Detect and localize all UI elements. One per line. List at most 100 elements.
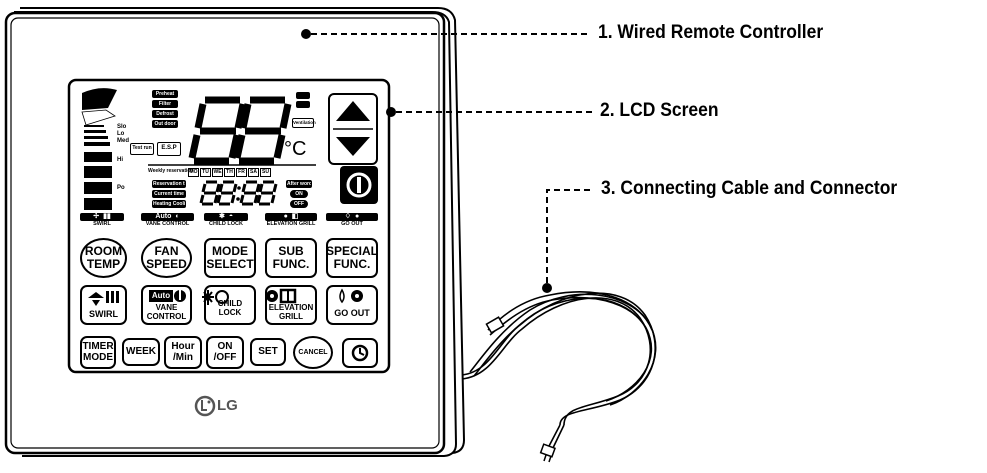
callout-lcd-screen: 2. LCD Screen bbox=[600, 100, 719, 121]
strip-swirl-label: SWIRL bbox=[80, 221, 124, 228]
swirl-button[interactable]: SWIRL bbox=[80, 285, 127, 325]
fan-level-hi: Hi bbox=[117, 157, 123, 163]
vane-control-label-1: VANE bbox=[155, 303, 178, 313]
callout-dot-3 bbox=[542, 283, 552, 293]
weekly-reservation-label: Weekly reservation bbox=[148, 168, 194, 174]
callout-dot-2 bbox=[386, 107, 396, 117]
after-word-tag: After word bbox=[286, 180, 312, 188]
go-out-button[interactable]: GO OUT bbox=[326, 285, 378, 325]
timer-mode-label-2: MODE bbox=[83, 351, 113, 363]
elevation-grill-label-2: GRILL bbox=[279, 311, 303, 321]
clock-icon bbox=[351, 344, 369, 362]
fan-speed-bars bbox=[84, 125, 112, 210]
esp-tag: E.S.P bbox=[157, 142, 181, 156]
week-label: WEEK bbox=[126, 345, 156, 357]
indicator-icon-2 bbox=[296, 101, 310, 108]
strip-child-icons: ✱◓ bbox=[204, 213, 248, 221]
strip-go-out: ♢● GO OUT bbox=[326, 213, 378, 229]
strip-elevation-grill: ●◧ ELEVATION GRILL bbox=[265, 213, 317, 229]
child-lock-icon bbox=[202, 290, 229, 305]
fan-level-slo: Slo bbox=[117, 124, 127, 130]
off-tag: OFF bbox=[290, 200, 308, 208]
child-lock-label: CHILD LOCK bbox=[217, 299, 243, 317]
big-digits bbox=[188, 96, 292, 165]
sub-func-label-1: SUB bbox=[278, 244, 304, 259]
strip-vane-label: VANE CONTROL bbox=[141, 221, 194, 228]
strip-elevation-label: ELEVATION GRILL bbox=[265, 221, 317, 228]
callout-leader-3 bbox=[546, 189, 594, 283]
special-func-label-2: FUNC. bbox=[333, 257, 371, 271]
room-temp-label-2: TEMP bbox=[86, 257, 121, 271]
special-func-button[interactable]: SPECIAL FUNC. bbox=[326, 238, 378, 278]
set-button[interactable]: SET bbox=[250, 338, 286, 366]
up-arrow-icon bbox=[336, 101, 370, 121]
fan-level-med: Med bbox=[117, 138, 129, 144]
callout-wired-remote-controller: 1. Wired Remote Controller bbox=[598, 22, 824, 43]
heating-cooling-tag: Heating Cooling bbox=[152, 200, 186, 208]
elevation-grill-icon bbox=[266, 288, 297, 304]
connector-pin-2 bbox=[548, 455, 552, 463]
strip-swirl-icons: ✢▮▮ bbox=[80, 213, 124, 221]
swirl-icon bbox=[88, 291, 119, 306]
strip-vane-icons: Auto◐ bbox=[141, 213, 194, 221]
hour-min-button[interactable]: Hour /Min bbox=[164, 336, 202, 369]
on-off-label-2: /OFF bbox=[213, 351, 237, 363]
strip-goout-label: GO OUT bbox=[326, 221, 378, 228]
vane-auto-label: Auto bbox=[149, 290, 173, 302]
vane-power-icon bbox=[174, 290, 186, 302]
child-lock-button[interactable]: CHILD LOCK bbox=[204, 285, 256, 325]
swirl-label: SWIRL bbox=[89, 308, 118, 319]
cable-clip bbox=[485, 316, 505, 334]
status-tag-preheat: Preheat bbox=[152, 90, 178, 98]
strip-child-lock: ✱◓ CHILD LOCK bbox=[204, 213, 248, 229]
indicator-icon-1 bbox=[296, 92, 310, 99]
day-tu: TU bbox=[200, 168, 211, 177]
room-temp-label-1: ROOM bbox=[84, 244, 123, 259]
sub-func-button[interactable]: SUB FUNC. bbox=[265, 238, 317, 278]
hour-min-label-1: Hour bbox=[171, 341, 195, 352]
cancel-button[interactable]: CANCEL bbox=[293, 336, 333, 369]
on-tag: ON bbox=[290, 190, 308, 198]
on-off-label-1: ON bbox=[217, 341, 233, 352]
strip-swirl: ✢▮▮ SWIRL bbox=[80, 213, 124, 229]
day-mo: MO bbox=[188, 168, 199, 177]
clock-button[interactable] bbox=[342, 338, 378, 368]
vane-control-button[interactable]: Auto VANE CONTROL bbox=[141, 285, 192, 325]
timer-mode-button[interactable]: TIMER MODE bbox=[80, 336, 116, 369]
mode-select-button[interactable]: MODE SELECT bbox=[204, 238, 256, 278]
elevation-grill-button[interactable]: ELEVATION GRILL bbox=[265, 285, 317, 325]
mode-select-label-2: SELECT bbox=[206, 257, 254, 271]
callout-connecting-cable: 3. Connecting Cable and Connector bbox=[601, 178, 898, 199]
day-th: TH bbox=[224, 168, 235, 177]
temperature-unit: °C bbox=[284, 138, 307, 160]
strip-goout-icons: ♢● bbox=[326, 213, 378, 221]
day-sa: SA bbox=[248, 168, 259, 177]
status-tag-outdoor: Out door bbox=[152, 120, 178, 128]
lg-logo-icon bbox=[194, 395, 216, 417]
clock-digits bbox=[199, 180, 278, 206]
sub-func-label-2: FUNC. bbox=[272, 257, 310, 271]
on-off-button[interactable]: ON /OFF bbox=[206, 336, 244, 369]
connecting-cable bbox=[461, 291, 657, 451]
test-run-tag: Test run bbox=[130, 143, 154, 155]
day-su: SU bbox=[260, 168, 271, 177]
go-out-icon bbox=[339, 288, 363, 304]
day-fr: FR bbox=[236, 168, 247, 177]
callout-dot-1 bbox=[301, 29, 311, 39]
cancel-label: CANCEL bbox=[298, 348, 328, 356]
fan-speed-button[interactable]: FAN SPEED bbox=[141, 238, 192, 278]
hour-min-label-2: /Min bbox=[173, 351, 193, 363]
down-arrow-icon bbox=[336, 137, 370, 156]
room-temp-button[interactable]: ROOM TEMP bbox=[80, 238, 127, 278]
mode-select-label-1: MODE bbox=[212, 244, 248, 259]
current-time-tag: Current time bbox=[152, 190, 186, 198]
housing-front-inner bbox=[10, 17, 440, 449]
clock-colon bbox=[236, 186, 241, 201]
week-button[interactable]: WEEK bbox=[122, 338, 160, 366]
ventilation-tag: Ventilation bbox=[292, 118, 316, 128]
fan-speed-label-2: SPEED bbox=[146, 257, 187, 271]
strip-child-label: CHILD LOCK bbox=[204, 221, 248, 228]
fan-sector-icon bbox=[81, 88, 117, 126]
elevation-grill-label-1: ELEVATION bbox=[268, 303, 314, 313]
